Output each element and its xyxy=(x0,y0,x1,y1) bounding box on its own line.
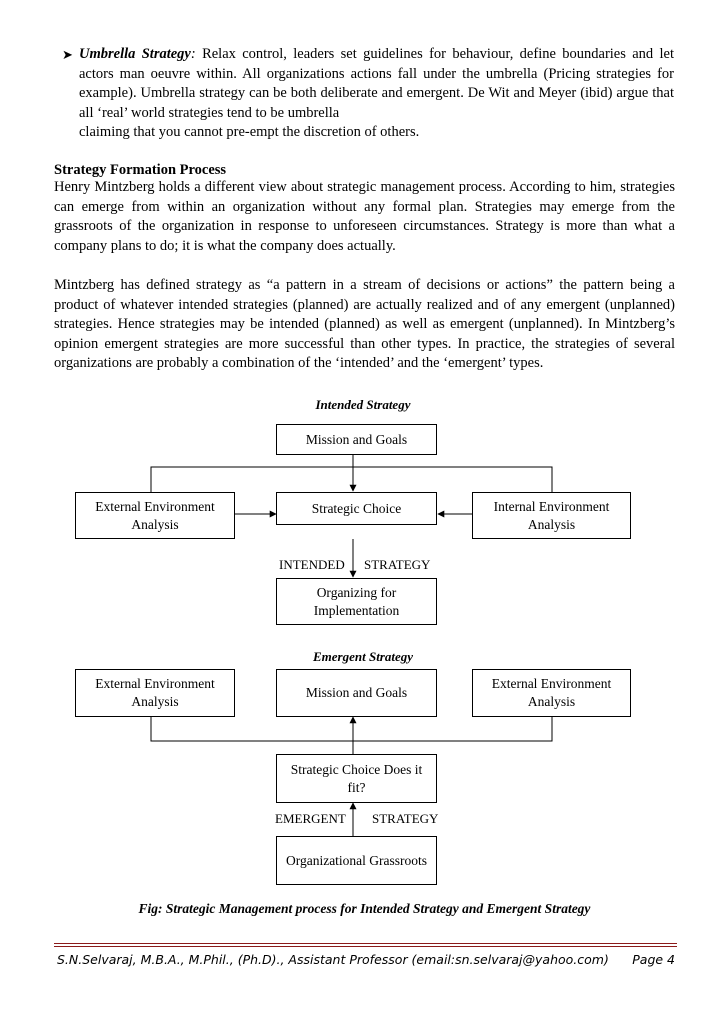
emergent-flow-label-left: EMERGENT xyxy=(275,811,346,826)
umbrella-strategy-bullet: ➤ Umbrella Strategy: Relax control, lead… xyxy=(62,45,674,143)
arrow-bullet-icon: ➤ xyxy=(62,47,73,62)
emergent-external-env-right-box: External Environment Analysis xyxy=(472,669,631,717)
intended-env-connector xyxy=(150,466,553,492)
figure-caption: Fig: Strategic Management process for In… xyxy=(138,901,591,916)
emergent-flow-label-right: STRATEGY xyxy=(372,811,439,826)
page-number: Page 4 xyxy=(632,952,675,967)
footer-rule-bottom xyxy=(54,946,677,947)
bullet-term: Umbrella Strategy xyxy=(79,46,191,62)
bullet-text-last: claiming that you cannot pre-empt the di… xyxy=(79,124,420,141)
footer-author: S.N.Selvaraj, M.B.A., M.Phil., (Ph.D)., … xyxy=(57,952,609,967)
emergent-strategic-choice-box: Strategic Choice Does it fit? xyxy=(276,754,437,803)
page-footer: S.N.Selvaraj, M.B.A., M.Phil., (Ph.D)., … xyxy=(57,952,675,967)
emergent-strategy-title: Emergent Strategy xyxy=(312,649,414,664)
intended-strategy-title: Intended Strategy xyxy=(315,397,411,412)
intended-strategic-choice-box: Strategic Choice xyxy=(276,492,437,525)
section-heading: Strategy Formation Process xyxy=(54,162,227,178)
emergent-grassroots-box: Organizational Grassroots xyxy=(276,836,437,885)
emergent-mission-box: Mission and Goals xyxy=(276,669,437,717)
paragraph-mintzberg-view: Henry Mintzberg holds a different view a… xyxy=(54,179,675,254)
bullet-text: Relax control, leaders set guidelines fo… xyxy=(79,46,674,121)
emergent-external-env-left-box: External Environment Analysis xyxy=(75,669,235,717)
intended-flow-label-right: STRATEGY xyxy=(364,557,431,572)
intended-organizing-box: Organizing for Implementation xyxy=(276,578,437,625)
intended-external-env-box: External Environment Analysis xyxy=(75,492,235,539)
bullet-colon: : xyxy=(190,46,196,62)
paragraph-mintzberg-definition: Mintzberg has defined strategy as “a pat… xyxy=(54,277,675,372)
intended-flow-label-left: INTENDED xyxy=(279,557,345,572)
footer-rule-top xyxy=(54,943,677,944)
emergent-env-connector xyxy=(150,717,553,742)
intended-mission-box: Mission and Goals xyxy=(276,424,437,455)
intended-internal-env-box: Internal Environment Analysis xyxy=(472,492,631,539)
